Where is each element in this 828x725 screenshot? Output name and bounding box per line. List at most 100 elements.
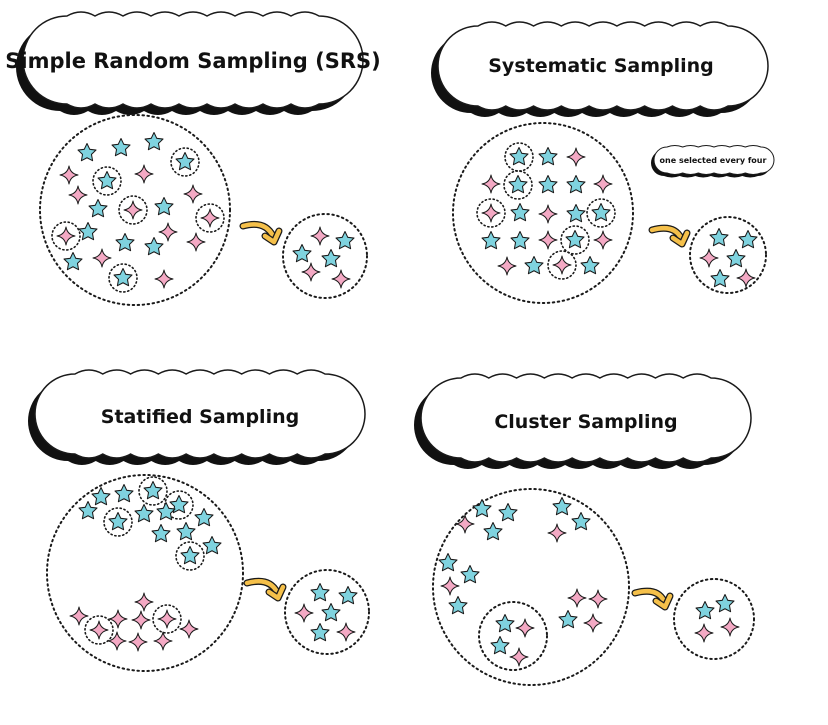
blue-star-icon — [695, 600, 715, 620]
pink-sparkle-icon — [336, 622, 356, 642]
pink-sparkle-icon — [588, 589, 608, 609]
cluster-circle — [478, 601, 548, 671]
blue-star-icon — [88, 198, 108, 218]
sample-stars — [292, 226, 355, 289]
population-circle — [452, 122, 634, 304]
selection-ring — [503, 170, 533, 200]
selection-ring — [195, 203, 225, 233]
selection-ring — [103, 507, 133, 537]
sample-circle — [673, 578, 755, 660]
population-circle — [46, 474, 244, 672]
blue-star-icon — [292, 243, 312, 263]
blue-star-icon — [113, 267, 133, 287]
note-label: one selected every four — [660, 156, 767, 165]
blue-star-icon — [111, 137, 131, 157]
note-cloud — [651, 145, 775, 178]
pink-sparkle-icon — [547, 523, 567, 543]
pink-sparkle-icon — [481, 174, 501, 194]
population-circle — [432, 488, 630, 686]
blue-star-icon — [552, 496, 572, 516]
selection-ring — [170, 147, 200, 177]
blue-star-icon — [498, 502, 518, 522]
blue-star-icon — [448, 595, 468, 615]
blue-star-icon — [180, 545, 200, 565]
selection-ring — [547, 250, 577, 280]
blue-star-icon — [151, 523, 171, 543]
cloud-shape — [653, 145, 775, 175]
panel-title: Simple Random Sampling (SRS) — [5, 49, 380, 73]
pink-sparkle-icon — [699, 248, 719, 268]
selection-ring — [118, 195, 148, 225]
pink-sparkle-icon — [131, 610, 151, 630]
pink-sparkle-icon — [294, 603, 314, 623]
cloud-shape — [34, 369, 366, 459]
blue-star-icon — [580, 255, 600, 275]
pink-sparkle-icon — [92, 248, 112, 268]
selection-ring — [504, 142, 534, 172]
blue-star-icon — [495, 613, 515, 633]
blue-star-icon — [91, 486, 111, 506]
sample-circle — [284, 569, 370, 655]
pink-sparkle-icon — [736, 268, 756, 288]
pink-sparkle-icon — [509, 647, 529, 667]
blue-star-icon — [335, 230, 355, 250]
arrow-icon — [244, 579, 280, 595]
blue-star-icon — [310, 582, 330, 602]
blue-star-icon — [154, 196, 174, 216]
blue-star-icon — [115, 232, 135, 252]
panel-title: Statified Sampling — [101, 406, 299, 428]
pink-sparkle-icon — [186, 232, 206, 252]
pink-sparkle-icon — [59, 165, 79, 185]
blue-star-icon — [176, 521, 196, 541]
blue-star-icon — [77, 142, 97, 162]
pink-sparkle-icon — [134, 592, 154, 612]
blue-star-icon — [63, 251, 83, 271]
blue-star-icon — [321, 602, 341, 622]
pink-sparkle-icon — [200, 208, 220, 228]
population-circle — [39, 114, 231, 306]
selection-ring — [92, 166, 122, 196]
selection-ring — [175, 541, 205, 571]
pink-sparkle-icon — [69, 606, 89, 626]
population-stars — [438, 496, 608, 633]
blue-star-icon — [438, 552, 458, 572]
blue-star-icon — [143, 480, 163, 500]
blue-star-icon — [738, 229, 758, 249]
blue-star-icon — [726, 248, 746, 268]
blue-star-icon — [710, 268, 730, 288]
selection-ring — [108, 263, 138, 293]
selection-ring — [586, 198, 616, 228]
blue-star-icon — [78, 500, 98, 520]
sample-stars — [294, 582, 358, 642]
panel-stratified-sampling: Statified Sampling — [28, 369, 370, 672]
blue-star-icon — [194, 507, 214, 527]
pink-sparkle-icon — [108, 609, 128, 629]
sample-circle — [689, 216, 767, 294]
blue-star-icon — [481, 230, 501, 250]
blue-star-icon — [566, 203, 586, 223]
pink-sparkle-icon — [481, 203, 501, 223]
blue-star-icon — [460, 564, 480, 584]
blue-star-icon — [510, 202, 530, 222]
pink-sparkle-icon — [183, 184, 203, 204]
pink-sparkle-icon — [301, 262, 321, 282]
blue-star-icon — [508, 174, 528, 194]
blue-star-icon — [134, 503, 154, 523]
pink-sparkle-icon — [89, 620, 109, 640]
sample-circle — [282, 213, 368, 299]
panel-title: Cluster Sampling — [494, 411, 677, 433]
blue-star-icon — [78, 221, 98, 241]
blue-star-icon — [566, 174, 586, 194]
blue-star-icon — [144, 131, 164, 151]
cloud-shape — [22, 11, 364, 109]
blue-star-icon — [524, 255, 544, 275]
blue-star-icon — [472, 498, 492, 518]
blue-star-icon — [571, 511, 591, 531]
blue-star-icon — [202, 535, 222, 555]
blue-star-icon — [483, 521, 503, 541]
pink-sparkle-icon — [440, 576, 460, 596]
pink-sparkle-icon — [694, 623, 714, 643]
pink-sparkle-icon — [179, 619, 199, 639]
